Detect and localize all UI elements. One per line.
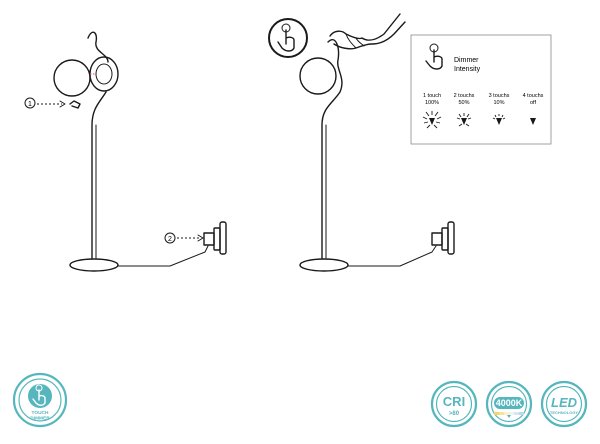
- led-label: LED: [551, 395, 578, 410]
- level-4-touch: 4 touchs: [523, 93, 544, 99]
- step-2-number: 2: [168, 236, 172, 243]
- step-1-number: 1: [28, 101, 32, 108]
- bulb-low-icon: [492, 114, 506, 125]
- right-lamp-pole: [321, 39, 343, 259]
- led-technology-badge: LED TECHNOLOGY: [540, 380, 588, 428]
- right-lamp-base: [299, 258, 349, 272]
- touch-dimmer-line1: TOUCH: [32, 410, 50, 416]
- left-lamp-base: [69, 258, 119, 272]
- bulb-off-icon: [530, 118, 536, 125]
- color-temperature-value: 4000K: [496, 398, 523, 408]
- cri-badge: CRI >80: [430, 380, 478, 428]
- level-1-value: 100%: [425, 100, 439, 106]
- cri-value: >80: [449, 411, 460, 417]
- left-floor-lamp: [53, 31, 227, 272]
- left-lamp-cable: [117, 245, 209, 267]
- level-2-value: 50%: [458, 100, 469, 106]
- right-floor-lamp: [299, 39, 455, 272]
- finger-touch-icon: [425, 43, 443, 70]
- hand-touching-illustration: [329, 13, 406, 50]
- step-1-marker: 1: [24, 97, 66, 109]
- left-lamp-globe: [53, 59, 91, 97]
- level-1-touch: 1 touch: [423, 93, 441, 99]
- color-temperature-scale: [494, 412, 524, 418]
- right-lamp-globe: [299, 57, 337, 95]
- left-lamp-hook-part: [69, 100, 81, 109]
- dimmer-title-line1: Dimmer: [454, 57, 479, 64]
- touch-gesture-icon: [268, 18, 308, 58]
- touch-dimmer-badge: TOUCH DIMMER: [12, 372, 68, 428]
- bulb-half-icon: [456, 113, 472, 127]
- touch-dimmer-line2: DIMMER: [30, 416, 50, 422]
- dimmer-title-line2: Intensity: [454, 66, 481, 73]
- level-2-touch: 2 touchs: [454, 93, 475, 99]
- left-lamp-pole: [87, 31, 109, 259]
- led-sub-label: TECHNOLOGY: [550, 410, 579, 415]
- step-2-marker: 2: [164, 232, 204, 244]
- touch-finger-icon: [32, 384, 46, 406]
- color-temperature-badge: 4000K: [485, 380, 533, 428]
- dimmer-intensity-panel: Dimmer Intensity 1 touch 100% 2 touchs 5…: [410, 34, 552, 145]
- level-3-touch: 3 touchs: [489, 93, 510, 99]
- level-4-value: off: [530, 100, 536, 106]
- right-lamp-cable: [347, 245, 437, 267]
- bulb-full-icon: [422, 111, 442, 129]
- level-3-value: 10%: [493, 100, 504, 106]
- cri-label: CRI: [443, 394, 465, 409]
